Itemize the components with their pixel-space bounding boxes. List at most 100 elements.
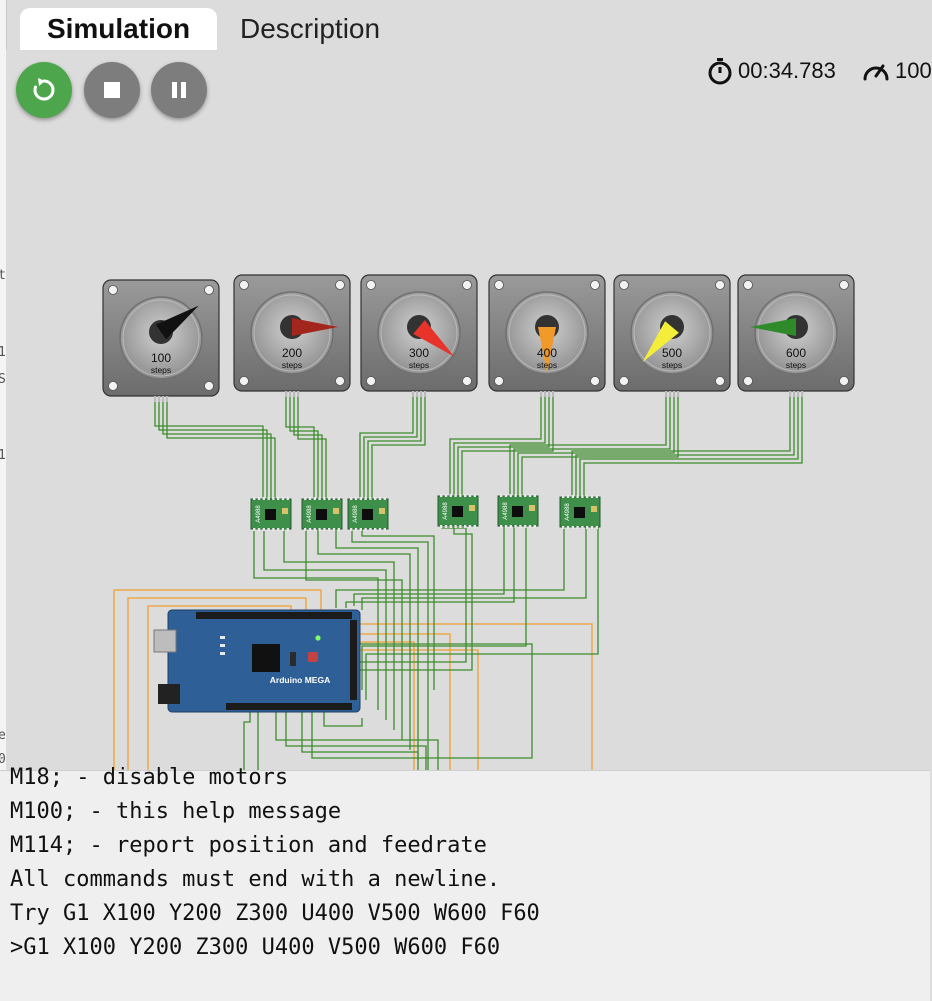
wire (158, 396, 268, 499)
driver-label: A4988 (307, 505, 313, 523)
tab-simulation[interactable]: Simulation (20, 8, 217, 50)
motor-pin (793, 391, 796, 397)
tab-description[interactable]: Description (240, 13, 381, 44)
driver-pin (262, 497, 265, 500)
driver-chip (362, 509, 373, 520)
reset-button (308, 652, 318, 662)
status-led (220, 636, 225, 639)
driver-pin (359, 497, 362, 500)
motor-ring (253, 294, 331, 372)
motor-steps-unit: steps (537, 360, 557, 370)
mount-hole (494, 376, 504, 386)
wire-green (263, 528, 387, 720)
driver-pin (286, 497, 289, 500)
driver-pin (571, 526, 574, 529)
wire-green (323, 712, 363, 727)
driver-pin (566, 495, 570, 498)
motor-steps-unit: steps (282, 360, 302, 370)
wire (363, 391, 418, 499)
wire-orange (354, 641, 415, 770)
tab-bar: Simulation Description (6, 0, 930, 50)
wire (575, 391, 795, 497)
driver-pin (374, 497, 377, 500)
motor-pin (677, 391, 680, 397)
driver-label: A4988 (565, 503, 571, 521)
driver-pin (267, 497, 270, 500)
mount-hole (494, 280, 504, 290)
mount-hole (239, 376, 249, 386)
driver-pin (514, 494, 517, 497)
driver-pin (337, 497, 340, 500)
stopwatch-icon (708, 58, 732, 85)
motor-pin (285, 391, 288, 397)
wire-green (361, 525, 527, 690)
driver-pin (468, 525, 472, 528)
driver-pin (378, 528, 382, 531)
stop-button[interactable] (84, 62, 140, 118)
driver-pin (524, 525, 527, 528)
motor-pin (789, 391, 792, 397)
mount-hole (462, 280, 472, 290)
motor-steps-value: 100 (151, 351, 171, 365)
mount-hole (619, 280, 629, 290)
motor-pin (797, 391, 800, 397)
driver-pin (318, 528, 321, 531)
driver-pin (257, 528, 261, 531)
mount-hole (743, 280, 753, 290)
wire (285, 391, 315, 499)
wire (297, 391, 327, 499)
speed-text: 100 (895, 58, 932, 83)
wire (457, 391, 550, 496)
serial-line: M100; - this help message (10, 799, 342, 824)
motor-steps-unit: steps (151, 365, 171, 375)
driver-pin (354, 497, 358, 500)
wire (166, 396, 276, 499)
driver-pin (464, 494, 467, 497)
stepper-driver: A4988 (250, 497, 292, 531)
mount-hole (108, 381, 118, 391)
motor-pointer (642, 321, 679, 363)
motor-ring (380, 294, 458, 372)
driver-label: A4988 (353, 505, 359, 523)
restart-button[interactable] (16, 62, 72, 118)
wire (162, 396, 272, 499)
motor-steps-unit: steps (786, 360, 806, 370)
motor-ring (633, 294, 711, 372)
driver-pin (328, 497, 331, 500)
motor-pin (293, 391, 296, 397)
driver-pin (509, 494, 512, 497)
driver-pin (454, 525, 457, 528)
wire-orange (354, 623, 593, 770)
motor-pin (801, 391, 804, 397)
mount-hole (335, 280, 345, 290)
driver-pin (509, 525, 512, 528)
serial-monitor[interactable]: M18; - disable motors M100; - this help … (0, 765, 930, 1001)
wire (571, 391, 791, 497)
status-led (220, 644, 225, 647)
driver-pin (514, 525, 517, 528)
driver-pin (369, 528, 372, 531)
stepper-driver: A4988 (301, 497, 343, 531)
wire-green (365, 526, 599, 700)
pause-button[interactable] (151, 62, 207, 118)
motor-pointer (292, 318, 338, 336)
mount-hole (715, 376, 725, 386)
mount-hole (366, 280, 376, 290)
wire (509, 391, 667, 496)
mount-hole (239, 280, 249, 290)
motor-pin (154, 396, 157, 402)
driver-pin (364, 497, 367, 500)
circuit-diagram: 100steps200steps300steps400steps500steps… (102, 274, 855, 770)
driver-pin (323, 528, 326, 531)
driver-pin (519, 494, 522, 497)
mount-hole (335, 376, 345, 386)
motor-steps-value: 600 (786, 346, 806, 360)
usb-connector (153, 629, 177, 653)
driver-pin (468, 494, 472, 497)
serial-line: All commands must end with a newline. (10, 867, 501, 892)
wire-green (335, 526, 565, 608)
driver-label: A4988 (256, 505, 262, 523)
